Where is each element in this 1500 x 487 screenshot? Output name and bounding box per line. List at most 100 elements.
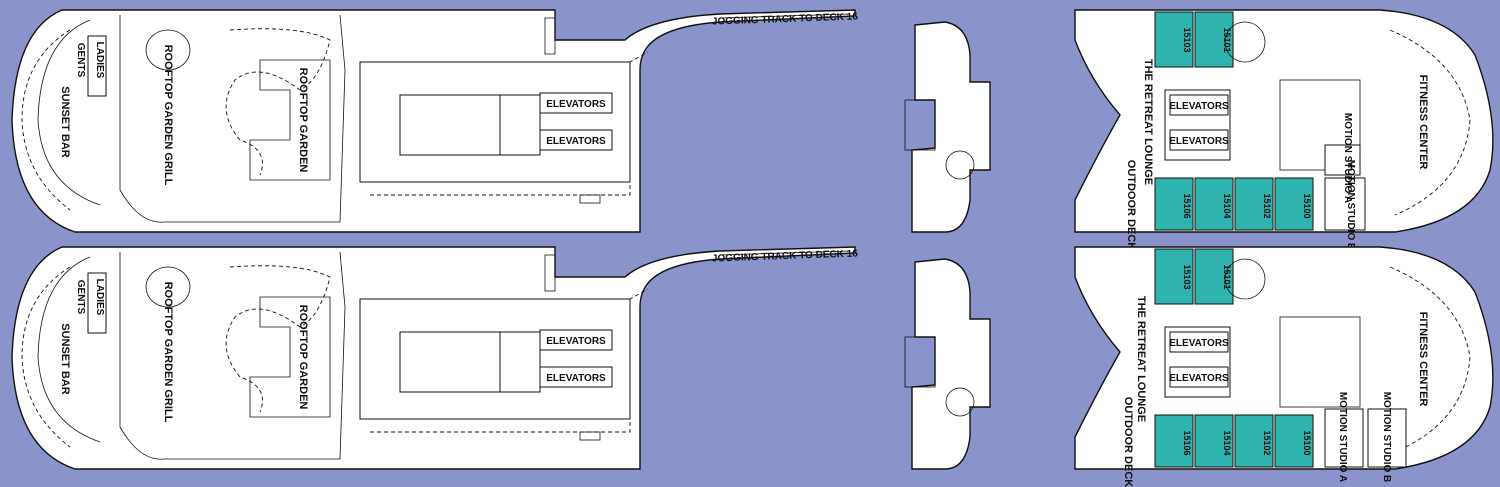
- aft-elevators-label-1: ELEVATORS: [1169, 338, 1229, 349]
- fitness-center-label: FITNESS CENTER: [1417, 312, 1429, 407]
- grill-counter: [145, 29, 191, 71]
- motion-studio-b[interactable]: [1324, 177, 1366, 231]
- garden-planter: [249, 296, 331, 418]
- fitness-track: [1389, 266, 1471, 453]
- suite-15104[interactable]: [1194, 414, 1234, 468]
- motion-studio-b-label: MOTION STUDIO B: [1345, 160, 1356, 251]
- elevators-label-2: ELEVATORS: [546, 373, 606, 384]
- rooftop-garden-label: ROOFTOP GARDEN: [297, 305, 309, 410]
- sunset-bar-label: SUNSET BAR: [59, 86, 71, 158]
- elevator-bay: [499, 331, 541, 393]
- suite-label: 15106: [1182, 193, 1192, 218]
- center-stair-block: [904, 99, 936, 151]
- retreat-lounge-label: THE RETREAT LOUNGE: [1142, 59, 1154, 185]
- grill-counter: [145, 266, 191, 308]
- center-structure: [911, 21, 991, 233]
- garden-zone: [119, 14, 346, 223]
- suite-label: 15102: [1262, 430, 1272, 455]
- jogging-track-path: [370, 288, 649, 433]
- suite-label: 15103: [1182, 27, 1192, 52]
- suite-label: 15101: [1222, 27, 1232, 52]
- suite-15103[interactable]: [1154, 248, 1194, 305]
- elevators-label-2: ELEVATORS: [546, 136, 606, 147]
- restrooms: [87, 35, 107, 97]
- suite-label: 15106: [1182, 430, 1192, 455]
- suite-label: 15100: [1302, 193, 1312, 218]
- fitness-center-label: FITNESS CENTER: [1417, 75, 1429, 170]
- stairs-aft: [579, 194, 601, 204]
- aft-elevators-box-2: [1169, 129, 1229, 151]
- suite-label: 15103: [1182, 264, 1192, 289]
- sunset-bar-seating: [21, 29, 71, 211]
- restrooms: [87, 272, 107, 334]
- gents-label: GENTS: [75, 43, 86, 78]
- sunset-bar-outline: [37, 19, 101, 206]
- jogging-track-lane: [719, 13, 851, 19]
- fitness-floor: [1279, 79, 1361, 171]
- midship-inner: [399, 331, 511, 393]
- retreat-lounge-label: THE RETREAT LOUNGE: [1135, 296, 1147, 422]
- aft-elevators-label-1: ELEVATORS: [1169, 101, 1229, 112]
- elevator-bay: [499, 94, 541, 156]
- suite-15104[interactable]: [1194, 177, 1234, 231]
- ladies-label: LADIES: [94, 42, 105, 79]
- outdoor-deck-label: OUTDOOR DECK: [1122, 397, 1134, 487]
- jogging-track-label: JOGGING TRACK TO DECK 16: [712, 11, 859, 27]
- suite-15102[interactable]: [1234, 414, 1274, 468]
- spiral-stair: [945, 387, 975, 417]
- stairs-aft: [579, 431, 601, 441]
- sunset-bar-label: SUNSET BAR: [59, 323, 71, 395]
- sunset-bar-seating: [21, 266, 71, 448]
- suite-15106[interactable]: [1154, 177, 1194, 231]
- stairs-forward: [544, 254, 556, 292]
- suite-label: 15104: [1222, 430, 1232, 455]
- rooftop-grill-label: ROOFTOP GARDEN GRILL: [162, 45, 174, 186]
- elevators-box-1: [539, 329, 613, 351]
- elevators-label-1: ELEVATORS: [546, 99, 606, 110]
- garden-path: [225, 28, 331, 176]
- midship-inner: [399, 94, 511, 156]
- elevators-box-2: [539, 129, 613, 151]
- deck-upper: ELEVATORS ELEVATORS JOGGING TRACK TO DEC…: [11, 9, 1494, 251]
- motion-studio-a[interactable]: [1324, 144, 1361, 176]
- elevators-box-1: [539, 92, 613, 114]
- aft-spiral-stair: [1224, 258, 1266, 300]
- jogging-track-label: JOGGING TRACK TO DECK 16: [712, 248, 859, 264]
- aft-elevators-box-1: [1169, 331, 1229, 353]
- suite-15106[interactable]: [1154, 414, 1194, 468]
- rooftop-garden-label: ROOFTOP GARDEN: [297, 68, 309, 173]
- motion-studio-b-label: MOTION STUDIO B: [1381, 392, 1392, 483]
- suite-label: 15101: [1222, 264, 1232, 289]
- suite-15100[interactable]: [1274, 177, 1314, 231]
- fitness-track: [1389, 29, 1471, 216]
- gents-label: GENTS: [75, 280, 86, 315]
- suite-15102[interactable]: [1234, 177, 1274, 231]
- aft-elevators-label-2: ELEVATORS: [1169, 373, 1229, 384]
- suite-label: 15104: [1222, 193, 1232, 218]
- stairs-forward: [544, 17, 556, 55]
- motion-studio-a-label: MOTION STUDIO A: [1337, 392, 1348, 482]
- suite-label: 15100: [1302, 430, 1312, 455]
- fitness-floor: [1279, 316, 1361, 408]
- suite-label: 15102: [1262, 193, 1272, 218]
- aft-elevators-box-2: [1169, 366, 1229, 388]
- motion-studio-a[interactable]: [1324, 408, 1364, 468]
- suite-15103[interactable]: [1154, 11, 1194, 68]
- aft-elevators-label-2: ELEVATORS: [1169, 136, 1229, 147]
- suite-15101[interactable]: [1194, 248, 1234, 305]
- suite-15100[interactable]: [1274, 414, 1314, 468]
- ladies-label: LADIES: [94, 279, 105, 316]
- jogging-track-path: [370, 51, 649, 196]
- center-stair-block: [904, 336, 936, 388]
- elevators-label-1: ELEVATORS: [546, 336, 606, 347]
- deck-lower: ELEVATORS ELEVATORS JOGGING TRACK TO DEC…: [11, 246, 1494, 487]
- motion-studio-b[interactable]: [1367, 408, 1407, 468]
- elevators-box-2: [539, 366, 613, 388]
- sunset-bar-outline: [37, 256, 101, 443]
- suite-15101[interactable]: [1194, 11, 1234, 68]
- garden-planter: [249, 59, 331, 181]
- outdoor-deck-label: OUTDOOR DECK: [1125, 160, 1137, 251]
- center-structure: [911, 258, 991, 470]
